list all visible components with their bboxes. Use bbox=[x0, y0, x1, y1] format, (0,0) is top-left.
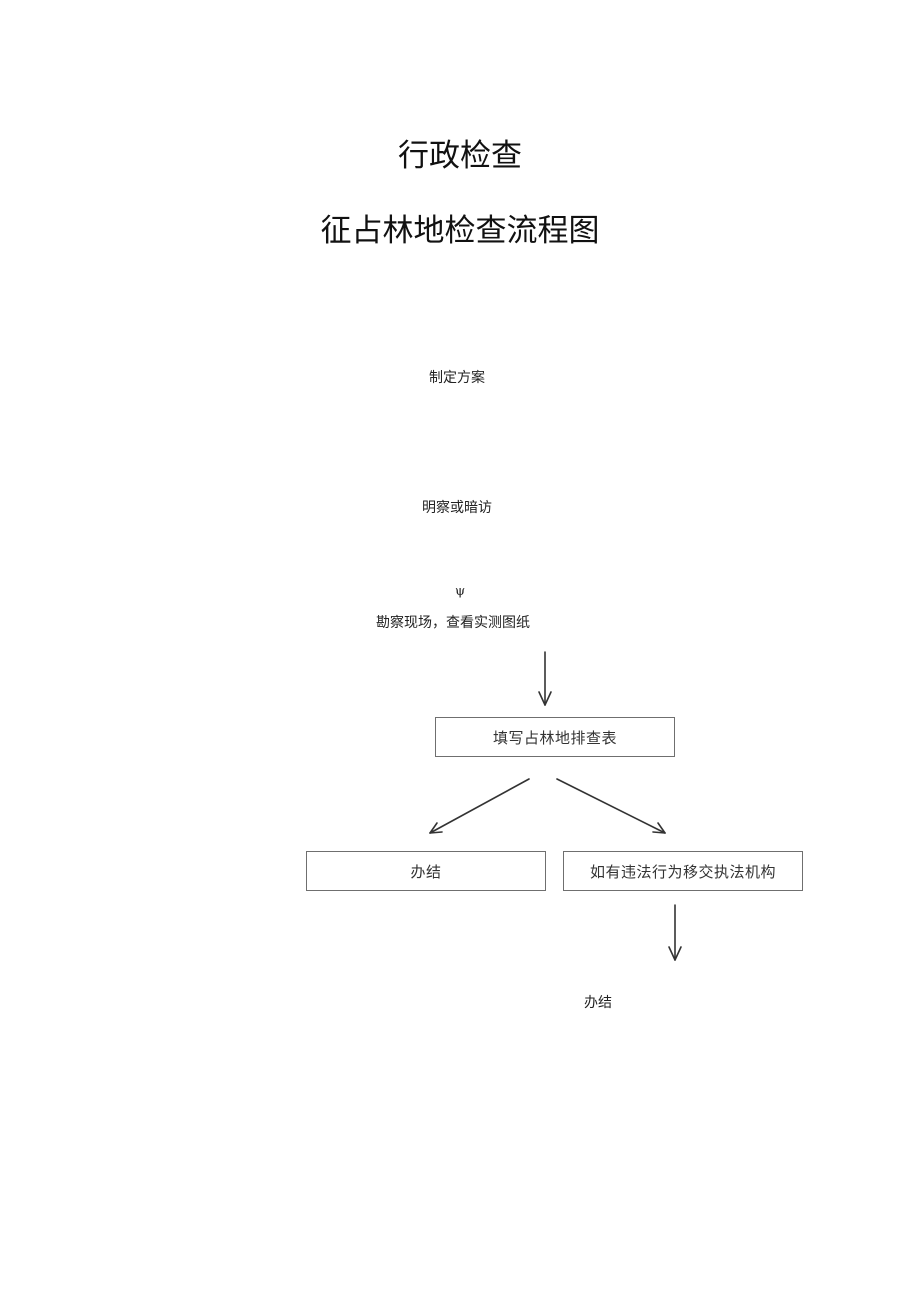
transfer-label: 如有违法行为移交执法机构 bbox=[589, 862, 776, 881]
step-survey-label: 勘察现场，查看实测图纸 bbox=[376, 615, 530, 631]
fill-form-label: 填写占林地排查表 bbox=[492, 728, 617, 747]
fill-form-box: 填写占林地排查表 bbox=[435, 717, 675, 757]
page-subtitle: 征占林地检查流程图 bbox=[320, 213, 600, 249]
final-close-label: 办结 bbox=[584, 995, 612, 1011]
arrow-to-close bbox=[429, 778, 530, 834]
step-visit-label: 明察或暗访 bbox=[422, 500, 492, 516]
page-title: 行政检查 bbox=[398, 138, 522, 174]
connector-glyph: ψ bbox=[455, 584, 466, 599]
close-box: 办结 bbox=[306, 851, 546, 891]
close-label: 办结 bbox=[410, 862, 442, 881]
transfer-box: 如有违法行为移交执法机构 bbox=[563, 851, 803, 891]
arrow-down-to-final bbox=[668, 904, 682, 961]
step-plan-label: 制定方案 bbox=[429, 370, 485, 386]
arrow-to-transfer bbox=[556, 778, 666, 834]
arrow-down-to-form bbox=[538, 651, 552, 706]
